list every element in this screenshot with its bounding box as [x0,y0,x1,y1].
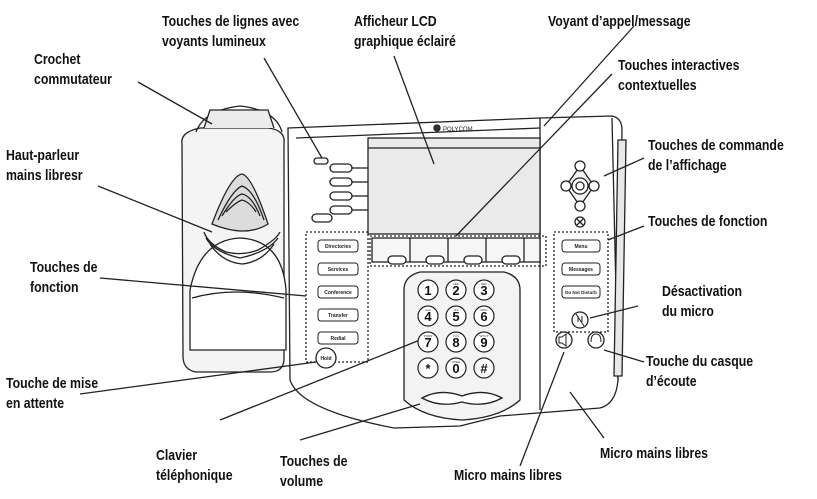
keypad-digit: * [425,361,431,376]
hold-key-label: Hold [320,356,331,362]
conference-key[interactable] [317,285,359,299]
volume-keys [420,391,504,405]
keypad-letters: OPER [452,360,461,364]
keypad-letters: TUV [453,334,459,338]
keypad-digit: 6 [480,309,487,324]
keypad-key-0[interactable] [445,357,467,379]
redial-key-label: Redial [330,336,346,342]
directories-key-label: Directories [325,244,351,250]
services-key-label: Services [328,267,349,273]
transfer-key-label: Transfer [328,313,348,319]
label-micro-droite: Micro mains libres [600,445,709,462]
redial-key[interactable] [317,331,359,345]
keypad-digit: 4 [424,309,432,324]
keypad-letters: PQRS [424,334,433,338]
keypad-digit: 0 [452,361,459,376]
brand-logo: POLYCOM [443,127,473,133]
keypad-digit: 1 [424,283,431,298]
keypad-digit: 9 [480,335,487,350]
keypad-letters: MNO [481,308,489,312]
do-not-disturb-key[interactable] [561,285,601,299]
label-touches-fonction-droite: Touches de fonction [648,213,768,230]
keypad-digit: 5 [452,309,459,324]
mute-icon [575,313,585,327]
leader-lines [79,25,645,467]
menu-key-label: Menu [574,244,587,250]
keypad-letters: DEF [481,282,487,286]
keypad-letters: ABC [453,282,460,286]
messages-key[interactable] [561,262,601,276]
lcd-screen [367,137,541,235]
keypad-key-star[interactable] [417,357,439,379]
conference-key-label: Conference [324,290,352,296]
keypad-digit: # [480,361,488,376]
keypad-digit: 7 [424,335,431,350]
keypad-digit: 3 [480,283,487,298]
speaker-grill [203,173,281,265]
keypad-letters: WXYZ [480,334,489,338]
keypad-key-3[interactable] [473,279,495,301]
soft-keys [371,237,541,265]
keypad-key-2[interactable] [445,279,467,301]
keypad-key-7[interactable] [417,331,439,353]
keypad-digit: 2 [452,283,459,298]
keypad-key-8[interactable] [445,331,467,353]
keypad-key-6[interactable] [473,305,495,327]
keypad-key-5[interactable] [445,305,467,327]
menu-key[interactable] [561,239,601,253]
keypad-letters: JKL [453,308,459,312]
keypad-key-4[interactable] [417,305,439,327]
transfer-key[interactable] [317,308,359,322]
navigation-keys [560,160,600,228]
headset-icon [590,333,602,343]
keypad-key-1[interactable] [417,279,439,301]
keypad-digit: 8 [452,335,459,350]
do-not-disturb-key-label: Do Not Disturb [565,290,597,295]
messages-key-label: Messages [569,267,593,273]
speaker-icon [558,333,567,347]
keypad-key-9[interactable] [473,331,495,353]
services-key[interactable] [317,262,359,276]
keypad-key-hash[interactable] [473,357,495,379]
keypad-letters: GHI [425,308,431,312]
line-keys [311,157,368,223]
directories-key[interactable] [317,239,359,253]
label-micro-bas: Micro mains libres [454,467,563,484]
label-voyant: Voyant d’appel/message [548,13,691,30]
